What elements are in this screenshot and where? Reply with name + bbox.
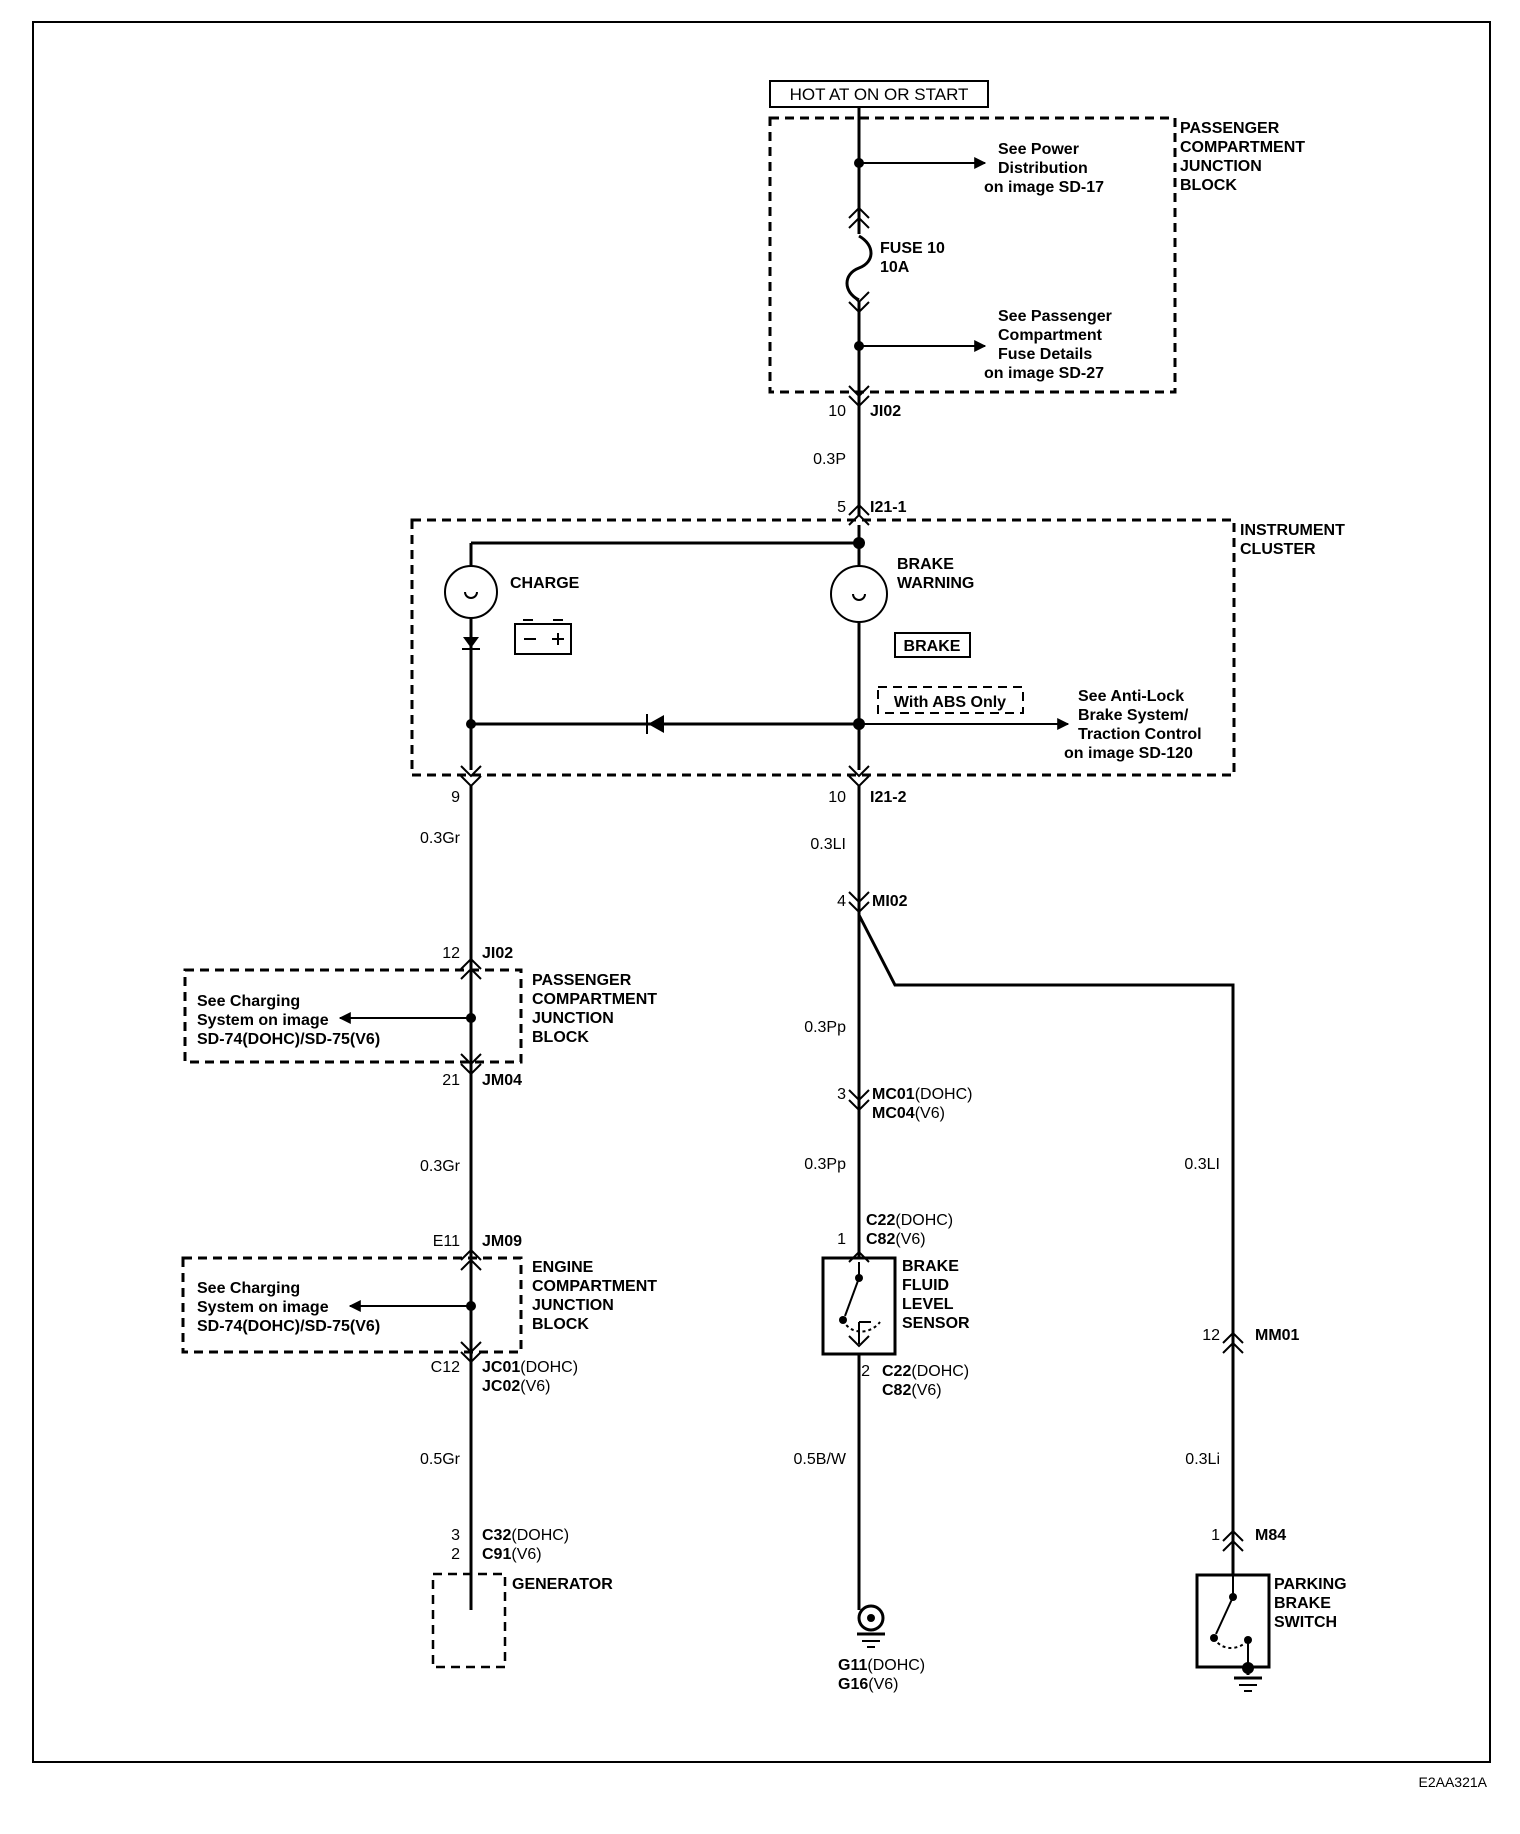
c82-top-label: C82(V6) [866,1231,926,1248]
wire-top-label: 0.3P [813,451,846,468]
ji02-top-name: JI02 [870,403,901,420]
fuse-label: FUSE 10 10A [880,240,949,276]
c22-bot-label: C22(DOHC) [882,1363,969,1380]
fuse-icon [845,206,873,314]
left-wire2-label: 0.3Gr [420,1158,461,1175]
jm04-pin: 21 [442,1072,460,1089]
ground-icon [857,1604,885,1648]
i21-1-pin: 5 [837,499,846,516]
c32-pin1: 3 [451,1527,460,1544]
pcjb-left: PASSENGER COMPARTMENT JUNCTION BLOCK See… [183,968,661,1076]
jm09-pin: E11 [433,1233,460,1250]
c22-bot-pin: 2 [861,1363,870,1380]
mc04-label: MC04(V6) [872,1105,945,1122]
c91-label: C91(V6) [482,1546,542,1563]
pcjb-left-name: PASSENGER COMPARTMENT JUNCTION BLOCK [532,972,661,1046]
left-wire1-label: 0.3Gr [420,830,461,847]
g16-label: G16(V6) [838,1676,898,1693]
ref-anti-lock[interactable]: See Anti-Lock Brake System/ Traction Con… [1064,688,1206,762]
right-wire2-label: 0.3Li [1185,1451,1220,1468]
jc01-label: JC01(DOHC) [482,1359,578,1376]
ecjb-ref[interactable]: See Charging System on image SD-74(DOHC)… [197,1280,380,1335]
jc01-pin: C12 [431,1359,460,1376]
m84-name: M84 [1255,1527,1286,1544]
diode-icon [462,637,480,650]
cluster-name: INSTRUMENT CLUSTER [1240,522,1349,558]
i21-1-name: I21-1 [870,499,907,516]
pcjb-top: PASSENGER COMPARTMENT JUNCTION BLOCK See… [768,107,1309,408]
pcjb-top-name: PASSENGER COMPARTMENT JUNCTION BLOCK [1180,120,1309,194]
ecjb: ENGINE COMPARTMENT JUNCTION BLOCK See Ch… [181,1256,661,1364]
jc02-label: JC02(V6) [482,1378,550,1395]
figure-code: E2AA321A [1419,1774,1488,1790]
mc01-pin: 3 [837,1086,846,1103]
ref-power-distribution[interactable]: See Power Distribution on image SD-17 [984,141,1104,196]
brake-warning-lamp-icon [830,565,888,623]
i21-2-pin-right: 10 [828,789,846,806]
m84-pin: 1 [1211,1527,1220,1544]
instrument-cluster: INSTRUMENT CLUSTER CHARGE [410,518,1349,788]
pcjb-left-ref[interactable]: See Charging System on image SD-74(DOHC)… [197,993,380,1048]
power-label: HOT AT ON OR START [790,85,969,104]
mid-wire2-label: 0.3Pp [804,1019,846,1036]
mi02-name: MI02 [872,893,908,910]
left-ji02-pin: 12 [442,945,460,962]
c82-bot-label: C82(V6) [882,1382,942,1399]
mi02-pin: 4 [837,893,846,910]
i21-2-pin-left: 9 [451,789,460,806]
page-border [32,21,1491,1763]
c22-top-label: C22(DOHC) [866,1212,953,1229]
jm09-name: JM09 [482,1233,522,1250]
left-ji02-name: JI02 [482,945,513,962]
abs-only-label: With ABS Only [894,694,1006,711]
charge-lamp-icon [444,565,498,619]
mid-wire3-label: 0.3Pp [804,1156,846,1173]
ecjb-name: ENGINE COMPARTMENT JUNCTION BLOCK [532,1259,661,1333]
brake-warning-label: BRAKE WARNING [897,556,974,592]
mm01-pin: 12 [1202,1327,1220,1344]
ji02-top-pin: 10 [828,403,846,420]
ref-fuse-details[interactable]: See Passenger Compartment Fuse Details o… [984,308,1116,382]
brake-fluid-level-sensor [821,1250,897,1356]
c32-label: C32(DOHC) [482,1527,569,1544]
mc01-label: MC01(DOHC) [872,1086,972,1103]
charge-label: CHARGE [510,575,580,592]
power-source: HOT AT ON OR START [769,80,989,108]
i21-2-name: I21-2 [870,789,907,806]
c22-top-pin: 1 [837,1231,846,1248]
right-wire1-label: 0.3LI [1184,1156,1220,1173]
left-wire3-label: 0.5Gr [420,1451,461,1468]
generator-label: GENERATOR [512,1576,613,1593]
mm01-name: MM01 [1255,1327,1300,1344]
jm04-name: JM04 [482,1072,522,1089]
sensor-label: BRAKE FLUID LEVEL SENSOR [902,1258,970,1332]
g11-label: G11(DOHC) [838,1657,925,1674]
c32-pin2: 2 [451,1546,460,1563]
generator-box [431,1572,507,1669]
mid-wire4-label: 0.5B/W [794,1451,847,1468]
parking-brake-switch [1195,1573,1271,1669]
abs-diode-icon [646,714,664,734]
mid-wire1-label: 0.3LI [810,836,846,853]
ground-icon-switch [1234,1662,1262,1692]
parking-brake-switch-label: PARKING BRAKE SWITCH [1274,1576,1351,1631]
brake-badge: BRAKE [904,638,961,655]
battery-icon [514,619,572,655]
